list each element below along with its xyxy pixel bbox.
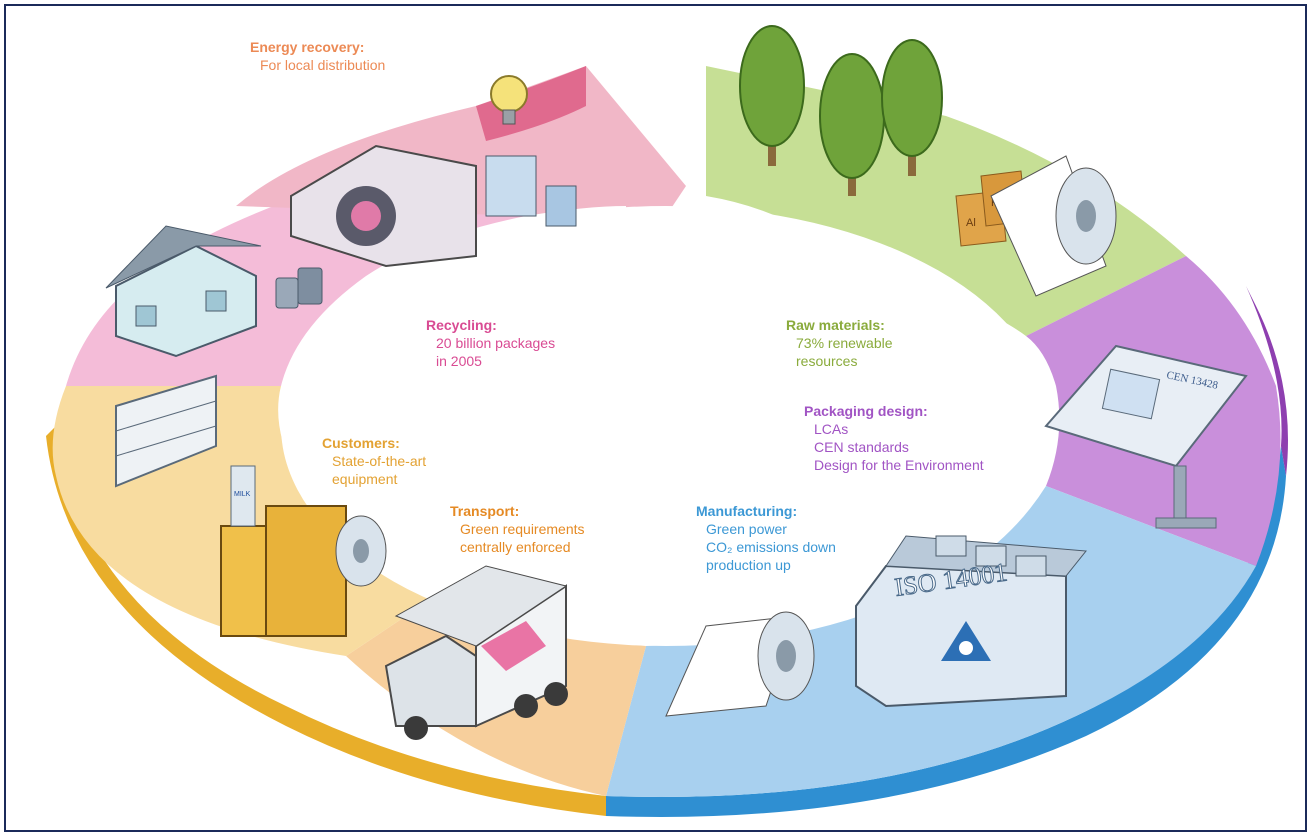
silo-label: MILK bbox=[234, 491, 251, 498]
paperboard-roll bbox=[990, 155, 1117, 297]
manufacturing-line-2: CO₂ emissions down bbox=[706, 539, 836, 555]
lifecycle-wheel: Al PE CEN 13428 ISO 14001 bbox=[46, 25, 1288, 817]
transport-label: Transport: Green requirements centrally … bbox=[450, 502, 585, 556]
manufacturing-title: Manufacturing: bbox=[696, 503, 798, 519]
packaging-design-line-3: Design for the Environment bbox=[814, 457, 984, 473]
transport-line-1: Green requirements bbox=[460, 521, 585, 537]
customers-label: Customers: State-of-the-art equipment bbox=[322, 434, 426, 488]
energy-recovery-label: Energy recovery: For local distribution bbox=[250, 38, 385, 74]
transport-line-2: centrally enforced bbox=[460, 539, 571, 555]
trees-illustration bbox=[739, 25, 943, 196]
energy-recovery-line-1: For local distribution bbox=[260, 57, 386, 73]
printed-packaging-roll bbox=[665, 611, 815, 717]
filling-machine: MILK bbox=[220, 465, 387, 637]
house bbox=[105, 225, 262, 358]
wheel-hub bbox=[281, 206, 1051, 646]
recycling-line-2: in 2005 bbox=[436, 353, 482, 369]
lightbulb-icon bbox=[490, 75, 528, 125]
raw-materials-line-2: resources bbox=[796, 353, 858, 369]
transport-title: Transport: bbox=[450, 503, 520, 519]
raw-materials-label: Raw materials: 73% renewable resources bbox=[786, 316, 893, 370]
recycling-title: Recycling: bbox=[426, 317, 497, 333]
waste-bins bbox=[275, 267, 323, 309]
packaging-design-label: Packaging design: LCAs CEN standards Des… bbox=[804, 402, 984, 474]
customers-line-1: State-of-the-art bbox=[332, 453, 427, 469]
design-side-band bbox=[1246, 286, 1288, 476]
packaging-design-title: Packaging design: bbox=[804, 403, 928, 419]
packaging-design-line-1: LCAs bbox=[814, 421, 849, 437]
manufacturing-line-1: Green power bbox=[706, 521, 787, 537]
iso-factory: ISO 14001 bbox=[855, 535, 1087, 708]
store-shelf bbox=[115, 374, 217, 488]
recycling-line-1: 20 billion packages bbox=[436, 335, 556, 351]
energy-recovery-title: Energy recovery: bbox=[250, 39, 365, 55]
manufacturing-label: Manufacturing: Green power CO₂ emissions… bbox=[696, 502, 836, 574]
recycling-machinery bbox=[485, 155, 577, 227]
customers-line-2: equipment bbox=[332, 471, 398, 487]
packaging-design-line-2: CEN standards bbox=[814, 439, 909, 455]
energy-plant bbox=[290, 144, 477, 268]
raw-materials-line-1: 73% renewable bbox=[796, 335, 893, 351]
delivery-truck bbox=[384, 565, 568, 740]
customers-title: Customers: bbox=[322, 435, 400, 451]
sack-label-al: Al bbox=[966, 217, 976, 229]
manufacturing-line-3: production up bbox=[706, 557, 791, 573]
raw-materials-title: Raw materials: bbox=[786, 317, 885, 333]
recycling-label: Recycling: 20 billion packages in 2005 bbox=[426, 316, 555, 370]
customers-side-band bbox=[46, 426, 606, 816]
diagram-frame: Al PE CEN 13428 ISO 14001 bbox=[4, 4, 1307, 832]
drafting-table: CEN 13428 bbox=[1044, 344, 1248, 529]
